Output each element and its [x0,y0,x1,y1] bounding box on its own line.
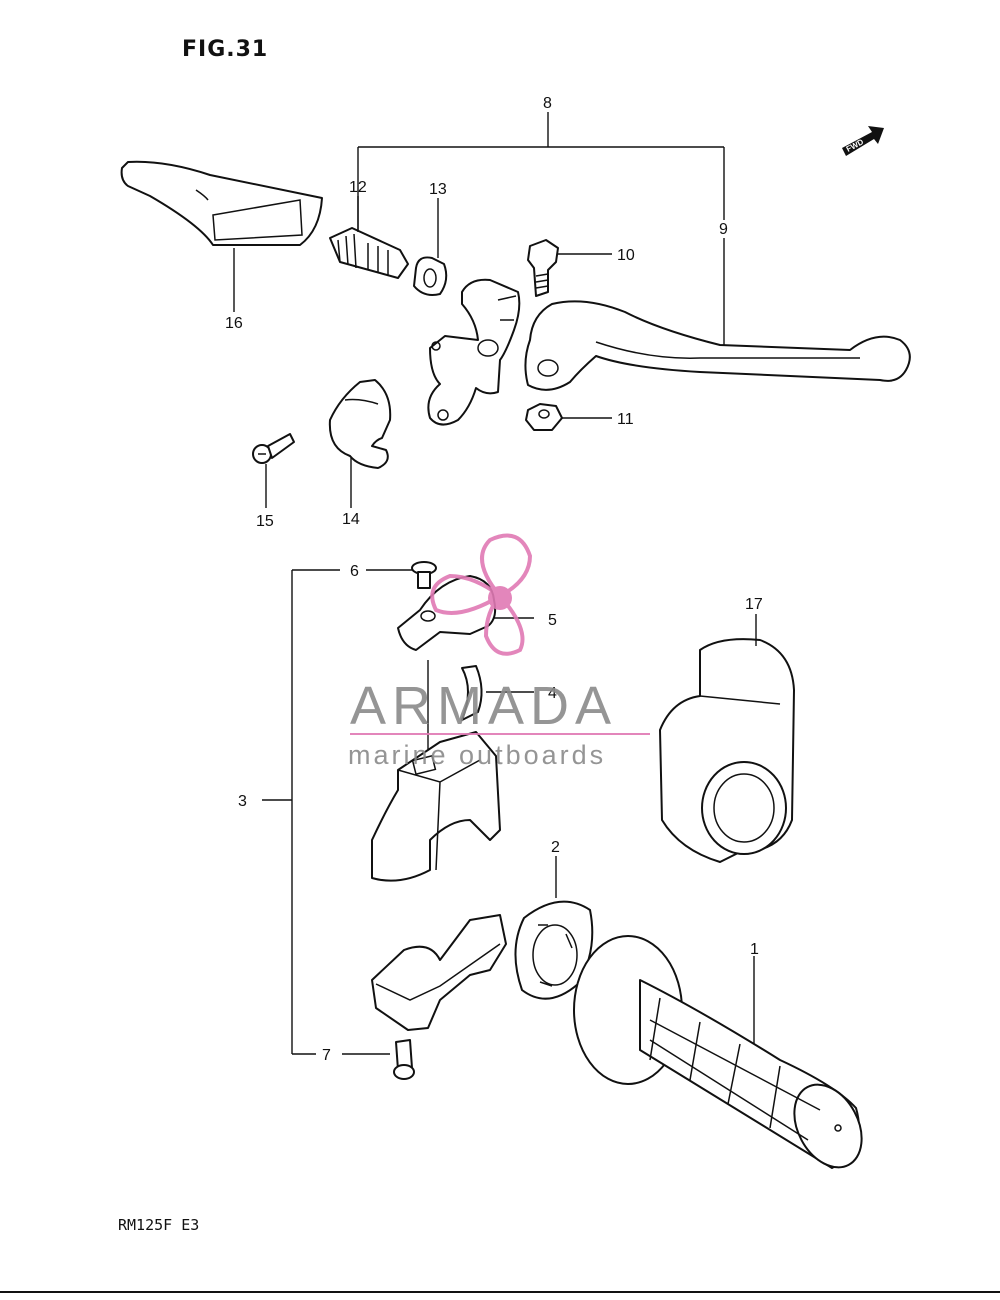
cable-end-piece [461,665,483,721]
throttle-housing-lower [371,914,507,1031]
model-code: RM125F E3 [118,1216,199,1234]
callout-13: 13 [429,181,447,198]
throttle-grip [573,935,863,1169]
callout-1: 1 [750,941,759,958]
cable-adjuster [329,227,409,279]
callout-16: 16 [225,315,243,332]
callout-11: 11 [617,411,634,428]
callout-10: 10 [617,247,635,264]
dust-cover-boot [120,160,323,246]
lock-nut [413,256,448,296]
lever-nut [525,403,563,431]
watermark: ARMADA marine outboards [348,533,650,770]
watermark-brand: ARMADA [350,676,617,736]
forward-arrow-icon: FWD [842,126,884,156]
callout-15: 15 [256,513,274,530]
clutch-lever [524,300,911,391]
callout-9: 9 [719,221,728,238]
clamp-screw [252,433,295,464]
housing-screw [393,1039,415,1080]
callout-17: 17 [745,596,763,613]
callout-3: 3 [238,793,247,810]
watermark-tagline: marine outboards [348,740,606,770]
callout-4: 4 [548,685,557,702]
cable-holder-screw [411,561,437,589]
callout-2: 2 [551,839,560,856]
lever-holder [427,278,521,426]
figure-title: FIG.31 [182,37,268,62]
propeller-logo-icon [430,533,533,656]
callout-7: 7 [322,1047,331,1064]
callout-8: 8 [543,95,552,112]
callout-14: 14 [342,511,360,528]
throttle-cover [659,638,795,863]
callout-labels: 1 2 3 4 5 6 7 8 9 10 11 12 13 14 15 16 1… [225,95,763,1064]
callout-12: 12 [349,179,367,196]
lever-bolt [527,239,559,297]
callout-6: 6 [350,563,359,580]
lever-clamp [328,379,392,469]
throttle-housing-upper [371,731,501,882]
callout-5: 5 [548,612,557,629]
